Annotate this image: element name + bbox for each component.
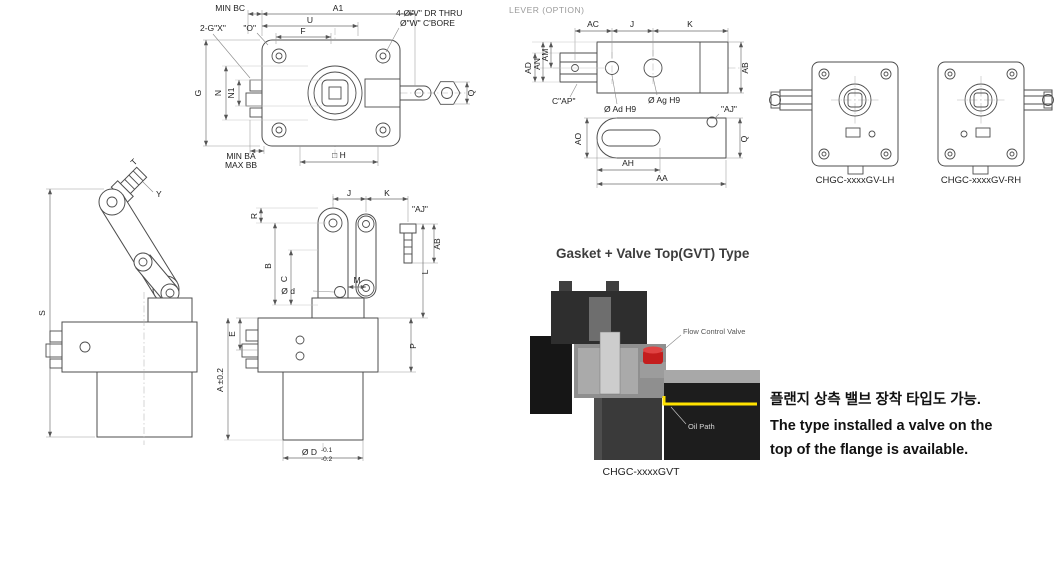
oil-path-line bbox=[662, 396, 757, 406]
dim-label-ah: AH bbox=[622, 158, 634, 168]
dim-label-small-d: Ø d bbox=[281, 286, 295, 296]
gvt-description-english-2: top of the flange is available. bbox=[770, 442, 968, 458]
dim-label-ad: AD bbox=[523, 62, 533, 74]
dim-label-a1: A1 bbox=[333, 3, 344, 13]
dim-label-an: AN bbox=[532, 58, 542, 70]
gvt-description-korean: 플랜지 상측 밸브 장착 타입도 가능. bbox=[770, 390, 981, 408]
dim-label-y: Y bbox=[156, 189, 162, 199]
dim-label-n: N bbox=[213, 90, 223, 96]
side-view-dimensioned: J K "AJ" R B C Ø d M AB L P E A ±0.2 Ø D… bbox=[215, 188, 442, 463]
lever-top-dimensions bbox=[532, 28, 744, 105]
dim-label-min-bc: MIN BC bbox=[215, 3, 245, 13]
note-drill-line1: 4-Ø"V" DR THRU bbox=[396, 8, 462, 18]
label-oil-path: Oil Path bbox=[688, 422, 715, 431]
gvt-illustration: Flow Control Valve Oil Path bbox=[530, 281, 760, 460]
hex-nut-section bbox=[433, 81, 461, 105]
dim-label-n1: N1 bbox=[226, 87, 236, 98]
dim-label-q: Q bbox=[466, 89, 476, 96]
dim-label-a-tol: A ±0.2 bbox=[215, 368, 225, 392]
dim-label-aj2: "AJ" bbox=[412, 204, 428, 214]
dim-label-ab2: AB bbox=[432, 238, 442, 250]
dim-label-am: AM bbox=[540, 49, 550, 62]
gv-lh-view: CHGC-xxxxGV-LH bbox=[769, 61, 899, 186]
dim-label-j2: J bbox=[347, 188, 351, 198]
cylinder-body bbox=[96, 371, 193, 438]
caption-gvt: CHGC-xxxxGVT bbox=[603, 466, 681, 478]
dim-label-aj: "AJ" bbox=[721, 104, 737, 114]
gvt-description-english-1: The type installed a valve on the bbox=[770, 418, 992, 434]
section-title-lever-option: LEVER (OPTION) bbox=[509, 5, 584, 15]
link-bar bbox=[355, 213, 377, 299]
side-view-dimensions bbox=[224, 196, 438, 461]
dim-label-t: T bbox=[129, 157, 140, 168]
dim-label-ad-h9: Ø Ad H9 bbox=[604, 104, 636, 114]
gvt-section: Gasket + Valve Top(GVT) Type Flow Contro… bbox=[530, 246, 992, 478]
flange-block-2 bbox=[257, 317, 379, 373]
dim-label-f: F bbox=[300, 26, 305, 36]
label-flow-control-valve: Flow Control Valve bbox=[683, 327, 745, 336]
dim-label-g: G bbox=[193, 90, 203, 97]
dim-label-aa: AA bbox=[656, 173, 668, 183]
dim-label-ac: AC bbox=[587, 19, 599, 29]
note-drill-line2: Ø"W" C'BORE bbox=[400, 18, 455, 28]
dim-label-j: J bbox=[630, 19, 634, 29]
dim-label-k2: K bbox=[384, 188, 390, 198]
dim-label-r: R bbox=[249, 213, 259, 219]
dim-label-q2: Q bbox=[739, 135, 749, 142]
dim-label-o: "O" bbox=[243, 23, 256, 33]
flow-control-valve-knob bbox=[643, 350, 663, 364]
dim-label-m: M bbox=[353, 275, 360, 285]
top-plan-view: MIN BC A1 U F "O" 2-G"X" 4-Ø"V" DR THRU … bbox=[193, 3, 476, 170]
dim-label-u: U bbox=[307, 15, 313, 25]
dim-label-h: □ H bbox=[332, 150, 346, 160]
lever-option-view: LEVER (OPTION) bbox=[509, 5, 750, 188]
dim-label-c: C bbox=[279, 276, 289, 282]
dim-label-ao: AO bbox=[573, 132, 583, 145]
dim-label-big-d: Ø D bbox=[302, 447, 317, 457]
dim-label-k: K bbox=[687, 19, 693, 29]
dim-label-min-ba: MIN BA bbox=[226, 151, 256, 161]
gvt-title: Gasket + Valve Top(GVT) Type bbox=[556, 246, 750, 261]
dim-label-c-ap: C"AP" bbox=[552, 96, 576, 106]
top-view-dimensions bbox=[203, 10, 470, 166]
dim-label-s: S bbox=[37, 310, 47, 316]
dim-label-l: L bbox=[420, 269, 430, 274]
dim-label-d-tol-lower: -0.2 bbox=[321, 456, 333, 463]
caption-gv-lh: CHGC-xxxxGV-LH bbox=[816, 175, 895, 186]
dim-label-e: E bbox=[227, 331, 237, 337]
dim-label-max-bb: MAX BB bbox=[225, 160, 257, 170]
dim-label-b: B bbox=[263, 263, 273, 269]
dim-label-d-tol-upper: -0.1 bbox=[321, 447, 333, 454]
clamp-body-top bbox=[261, 39, 401, 147]
lever-bottom-dimensions bbox=[584, 113, 743, 188]
caption-gv-rh: CHGC-xxxxGV-RH bbox=[941, 175, 1021, 186]
dim-label-ab: AB bbox=[740, 62, 750, 74]
aj-bolt-head bbox=[399, 223, 417, 234]
note-thread-ports: 2-G"X" bbox=[200, 23, 226, 33]
side-view-clamp-arm: S T Y bbox=[37, 157, 198, 445]
dim-label-p: P bbox=[408, 343, 418, 349]
cylinder-body-2 bbox=[282, 371, 364, 441]
dim-label-ag-h9: Ø Ag H9 bbox=[648, 95, 680, 105]
gv-rh-view: CHGC-xxxxGV-RH bbox=[937, 61, 1054, 186]
flange-block bbox=[61, 321, 198, 373]
arm-upright bbox=[317, 207, 349, 306]
